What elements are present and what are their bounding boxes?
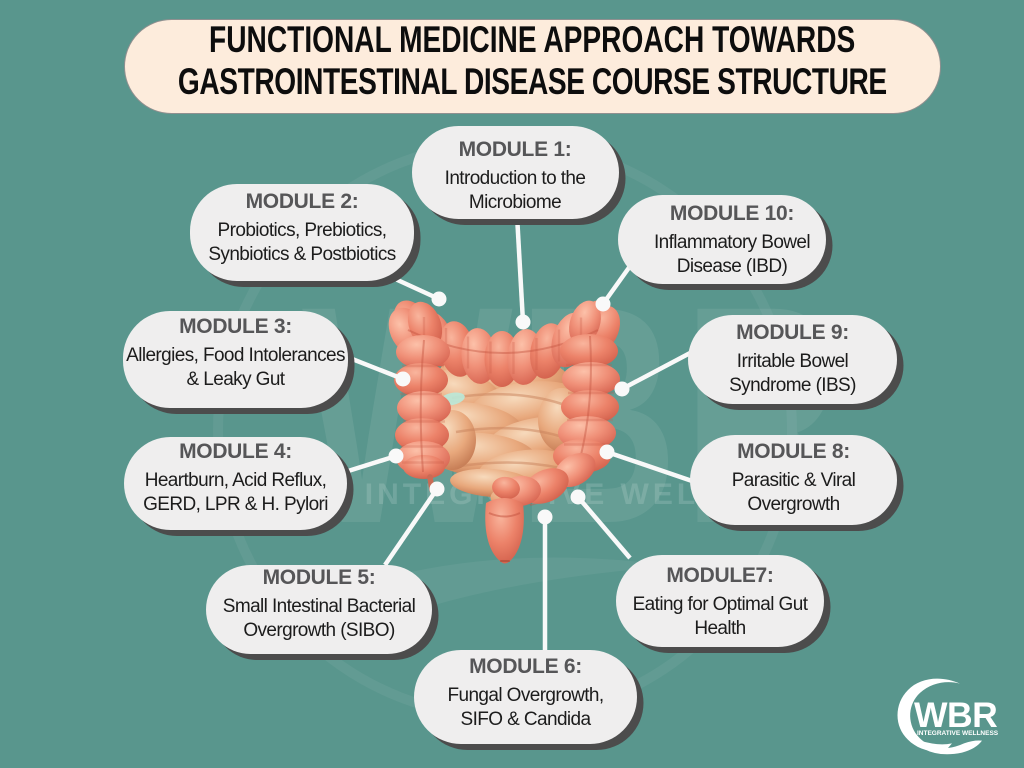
svg-text:WBR: WBR [914, 695, 997, 735]
svg-text:INTEGRATIVE WELLNESS: INTEGRATIVE WELLNESS [917, 730, 999, 737]
